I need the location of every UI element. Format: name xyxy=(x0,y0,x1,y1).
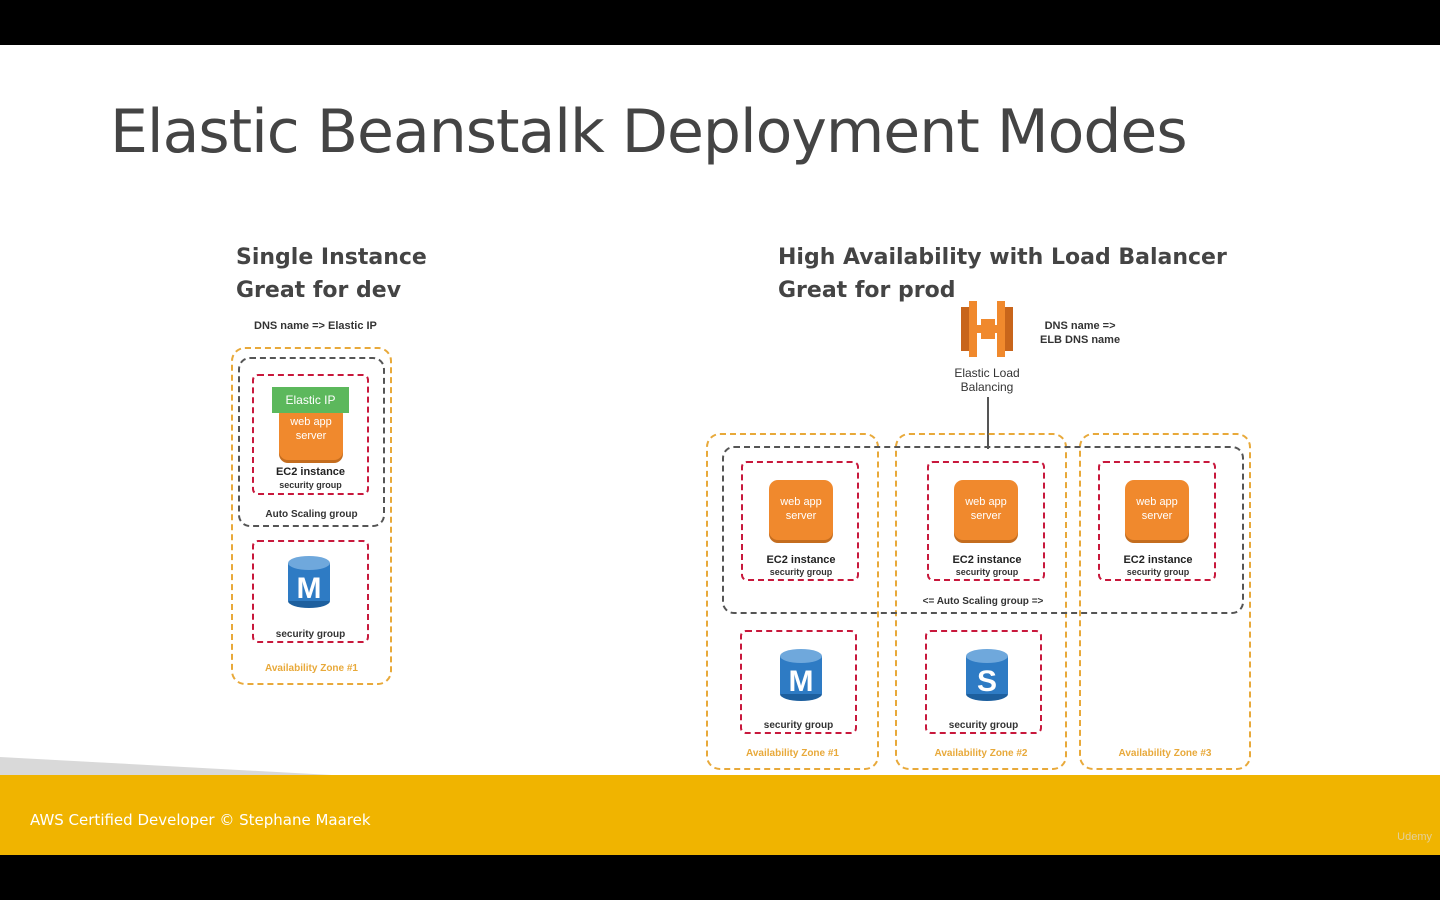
single-ec2-security-group xyxy=(252,374,369,495)
ha-rds-master-icon: M xyxy=(780,649,822,701)
ha-az2-label: Availability Zone #2 xyxy=(934,748,1028,759)
ha-az1-web-app-server: web app server xyxy=(769,480,833,540)
ha-az3-server-line1: web app xyxy=(1136,496,1178,508)
ha-az3-ec2-sg-label: security group xyxy=(1126,567,1190,577)
ha-dns-note: DNS name => ELB DNS name xyxy=(1040,319,1120,347)
udemy-watermark: Udemy xyxy=(1397,831,1432,843)
single-heading-line2: Great for dev xyxy=(236,278,402,303)
ha-az2-ec2-security-group xyxy=(927,461,1045,581)
ha-az1-ec2-security-group xyxy=(741,461,859,581)
ha-az1-ec2-label: EC2 instance xyxy=(766,554,836,566)
ha-heading-line1: High Availability with Load Balancer xyxy=(778,245,1227,270)
ha-dns-note-line1: DNS name => xyxy=(1044,320,1116,332)
ha-az2-ec2-label: EC2 instance xyxy=(952,554,1022,566)
single-db-sg-label: security group xyxy=(275,629,346,640)
ha-heading: High Availability with Load Balancer Gre… xyxy=(778,241,1227,307)
ha-az1-label: Availability Zone #1 xyxy=(746,748,839,759)
single-db-security-group xyxy=(252,540,369,643)
single-server-line2: server xyxy=(295,430,327,442)
single-dns-note: DNS name => Elastic IP xyxy=(254,320,377,332)
ha-az3-server-line2: server xyxy=(1141,510,1173,522)
ha-az1-ec2-sg-label: security group xyxy=(769,567,833,577)
ha-az3-web-app-server: web app server xyxy=(1125,480,1189,540)
ha-az1-server-line1: web app xyxy=(780,496,822,508)
ha-az2-ec2-sg-label: security group xyxy=(955,567,1019,577)
elb-label: Elastic Load Balancing xyxy=(937,366,1037,394)
ha-az3-ec2-label: EC2 instance xyxy=(1123,554,1193,566)
ha-az1-db-security-group xyxy=(740,630,857,734)
page-title: Elastic Beanstalk Deployment Modes xyxy=(110,97,1188,167)
rds-master-letter: M xyxy=(297,572,322,605)
slide: Elastic Beanstalk Deployment Modes Singl… xyxy=(0,45,1440,855)
rds-master-icon: M xyxy=(288,556,330,608)
ha-az2-server-line2: server xyxy=(970,510,1002,522)
single-asg-label: Auto Scaling group xyxy=(265,509,358,520)
rds-standby-icon: S xyxy=(966,649,1008,701)
ha-rds-master-letter: M xyxy=(789,665,814,698)
ha-asg-label: <= Auto Scaling group => xyxy=(922,596,1044,607)
single-auto-scaling-group xyxy=(238,357,385,527)
single-ec2-sg-label: security group xyxy=(279,480,342,490)
ha-az3-label: Availability Zone #3 xyxy=(1118,748,1212,759)
single-availability-zone xyxy=(231,347,392,685)
elb-label-line2: Balancing xyxy=(960,380,1014,394)
footer-band xyxy=(0,757,1440,855)
ha-az1 xyxy=(706,433,879,770)
elb-icon xyxy=(961,301,1013,357)
ha-az1-server-line2: server xyxy=(785,510,817,522)
ha-az2-db-sg-label: security group xyxy=(948,720,1019,731)
ha-heading-line2: Great for prod xyxy=(778,278,956,303)
ha-az3-ec2-security-group xyxy=(1098,461,1216,581)
single-server-line1: web app xyxy=(290,416,332,428)
ha-auto-scaling-group xyxy=(722,446,1244,614)
elb-label-line1: Elastic Load xyxy=(954,366,1020,380)
ha-az1-db-sg-label: security group xyxy=(763,720,834,731)
single-ec2-label: EC2 instance xyxy=(275,466,346,478)
ha-az2-db-security-group xyxy=(925,630,1042,734)
ha-az2 xyxy=(895,433,1067,770)
elb-connector-line xyxy=(987,397,989,449)
ha-az3 xyxy=(1079,433,1251,770)
single-web-app-server: web app server xyxy=(279,405,343,460)
single-az-label: Availability Zone #1 xyxy=(265,663,358,674)
ha-az2-server-line1: web app xyxy=(965,496,1007,508)
single-heading: Single Instance Great for dev xyxy=(236,241,427,307)
rds-standby-letter: S xyxy=(977,665,997,698)
footer-text: AWS Certified Developer © Stephane Maare… xyxy=(30,811,371,829)
single-heading-line1: Single Instance xyxy=(236,245,427,270)
ha-dns-note-line2: ELB DNS name xyxy=(1040,334,1121,346)
ha-az2-web-app-server: web app server xyxy=(954,480,1018,540)
single-elastic-ip: Elastic IP xyxy=(272,387,349,413)
